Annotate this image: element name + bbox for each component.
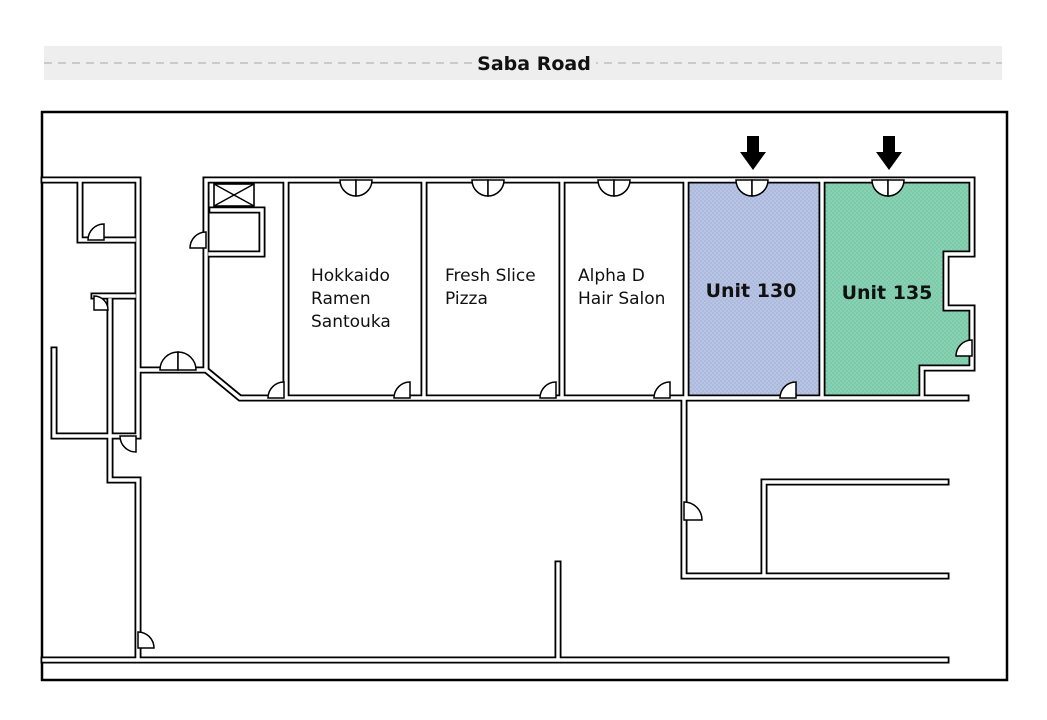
door-unit135-side (955, 339, 973, 357)
door-west-hall (119, 435, 137, 453)
door-corridor-3 (539, 381, 557, 399)
unit-130-area (686, 180, 822, 398)
door-west-room (87, 223, 105, 241)
entrance-arrows (740, 136, 902, 170)
road-label: Saba Road (477, 53, 591, 75)
door-corridor-2 (393, 381, 411, 399)
door-south-west (137, 631, 155, 649)
arrow-down-icon (876, 136, 902, 170)
tenant-label-line: Pizza (445, 289, 488, 309)
road: Saba Road (44, 46, 1002, 80)
road-label-bg (472, 50, 596, 76)
unit-135-texture (822, 180, 972, 398)
door-utility (189, 231, 207, 249)
tenant-label-line: Hair Salon (578, 289, 665, 309)
unit-130-label: Unit 130 (706, 280, 797, 302)
unit-135-label: Unit 135 (842, 282, 933, 304)
door-rear-room (683, 501, 703, 521)
tenant-label-hokkaido: Hokkaido Ramen Santouka (311, 266, 395, 332)
door-salon-front-2 (613, 179, 631, 197)
tenant-label-line: Hokkaido (311, 266, 390, 286)
tenant-label-fresh-slice: Fresh Slice Pizza (445, 266, 541, 309)
arrow-down-icon (740, 136, 766, 170)
door-west-room-2 (93, 295, 109, 311)
door-unit130-front-2 (751, 179, 769, 197)
tenant-label-alpha-d: Alpha D Hair Salon (578, 266, 665, 309)
tenant-label-line: Fresh Slice (445, 266, 536, 286)
door-pizza-front-2 (487, 179, 505, 197)
door-corridor-1 (267, 381, 285, 399)
door-corridor-4 (653, 381, 671, 399)
tenant-label-line: Ramen (311, 289, 371, 309)
utility-box (213, 183, 255, 207)
door-unit135-front-2 (887, 179, 905, 197)
unit-130-texture (686, 180, 822, 398)
tenant-label-line: Alpha D (578, 266, 645, 286)
tenant-label-line: Santouka (311, 312, 391, 332)
unit-135-area (822, 180, 972, 398)
utility-box-cross-2 (213, 183, 255, 207)
door-west-corridor-2 (177, 351, 197, 371)
door-unit130-rear (779, 381, 797, 399)
door-hokkaido-front-2 (355, 179, 373, 197)
doors (87, 179, 973, 649)
